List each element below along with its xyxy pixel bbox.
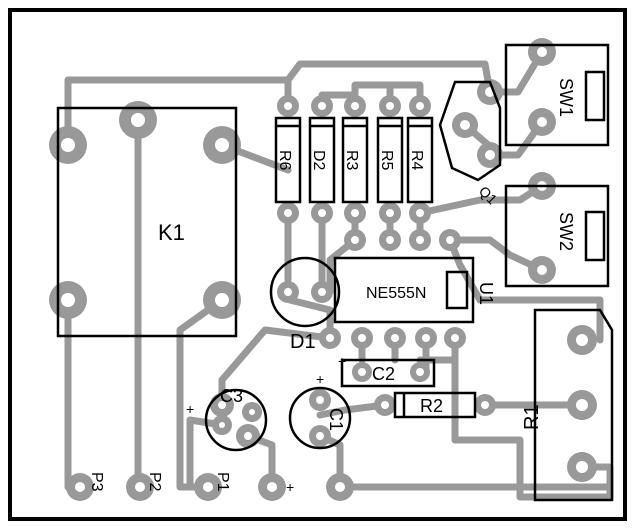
- c3-plus-sign: +: [186, 401, 194, 417]
- p3-label: P3: [88, 472, 105, 492]
- c2-outline: [340, 358, 436, 388]
- r6-label: R6: [276, 150, 293, 171]
- r3-label: R3: [343, 150, 360, 171]
- sw2-outline: [504, 184, 610, 288]
- c1-label: C1: [326, 408, 346, 431]
- r2-label: R2: [420, 396, 443, 416]
- d2-label: D2: [310, 150, 327, 171]
- k1-label: K1: [158, 220, 185, 245]
- silkscreen: [56, 43, 614, 502]
- u1-label: U1: [476, 282, 496, 305]
- r5-body: [376, 116, 404, 204]
- d1-outline: [269, 256, 341, 328]
- c1-outline: [288, 386, 352, 450]
- c2-label: C2: [372, 364, 395, 384]
- r4-label: R4: [408, 150, 425, 171]
- r4-body: [406, 116, 434, 204]
- c2-plus-sign: +: [338, 353, 346, 369]
- r6-body: [274, 116, 302, 204]
- plus-terminal-sign: +: [286, 479, 294, 495]
- p1-label: P1: [214, 472, 231, 492]
- sw2-label: SW2: [556, 212, 576, 251]
- q1-outline: [438, 80, 502, 182]
- r1-outline: [533, 308, 614, 502]
- r2-outline: [393, 391, 477, 419]
- sw1-outline: [504, 43, 610, 147]
- c3-outline: [204, 388, 268, 452]
- sw1-label: SW1: [556, 78, 576, 117]
- c1-plus-sign: +: [316, 371, 324, 387]
- d1-label: D1: [290, 331, 316, 353]
- r1-label: R1: [521, 404, 543, 430]
- r5-label: R5: [378, 150, 395, 171]
- c3-label: C3: [220, 386, 243, 406]
- u1-outline: [333, 256, 475, 324]
- d2-body: [308, 116, 336, 204]
- u1-chip-label: NE555N: [366, 285, 426, 302]
- r3-body: [341, 116, 369, 204]
- p2-label: P2: [146, 472, 163, 492]
- k1-outline: [56, 106, 238, 338]
